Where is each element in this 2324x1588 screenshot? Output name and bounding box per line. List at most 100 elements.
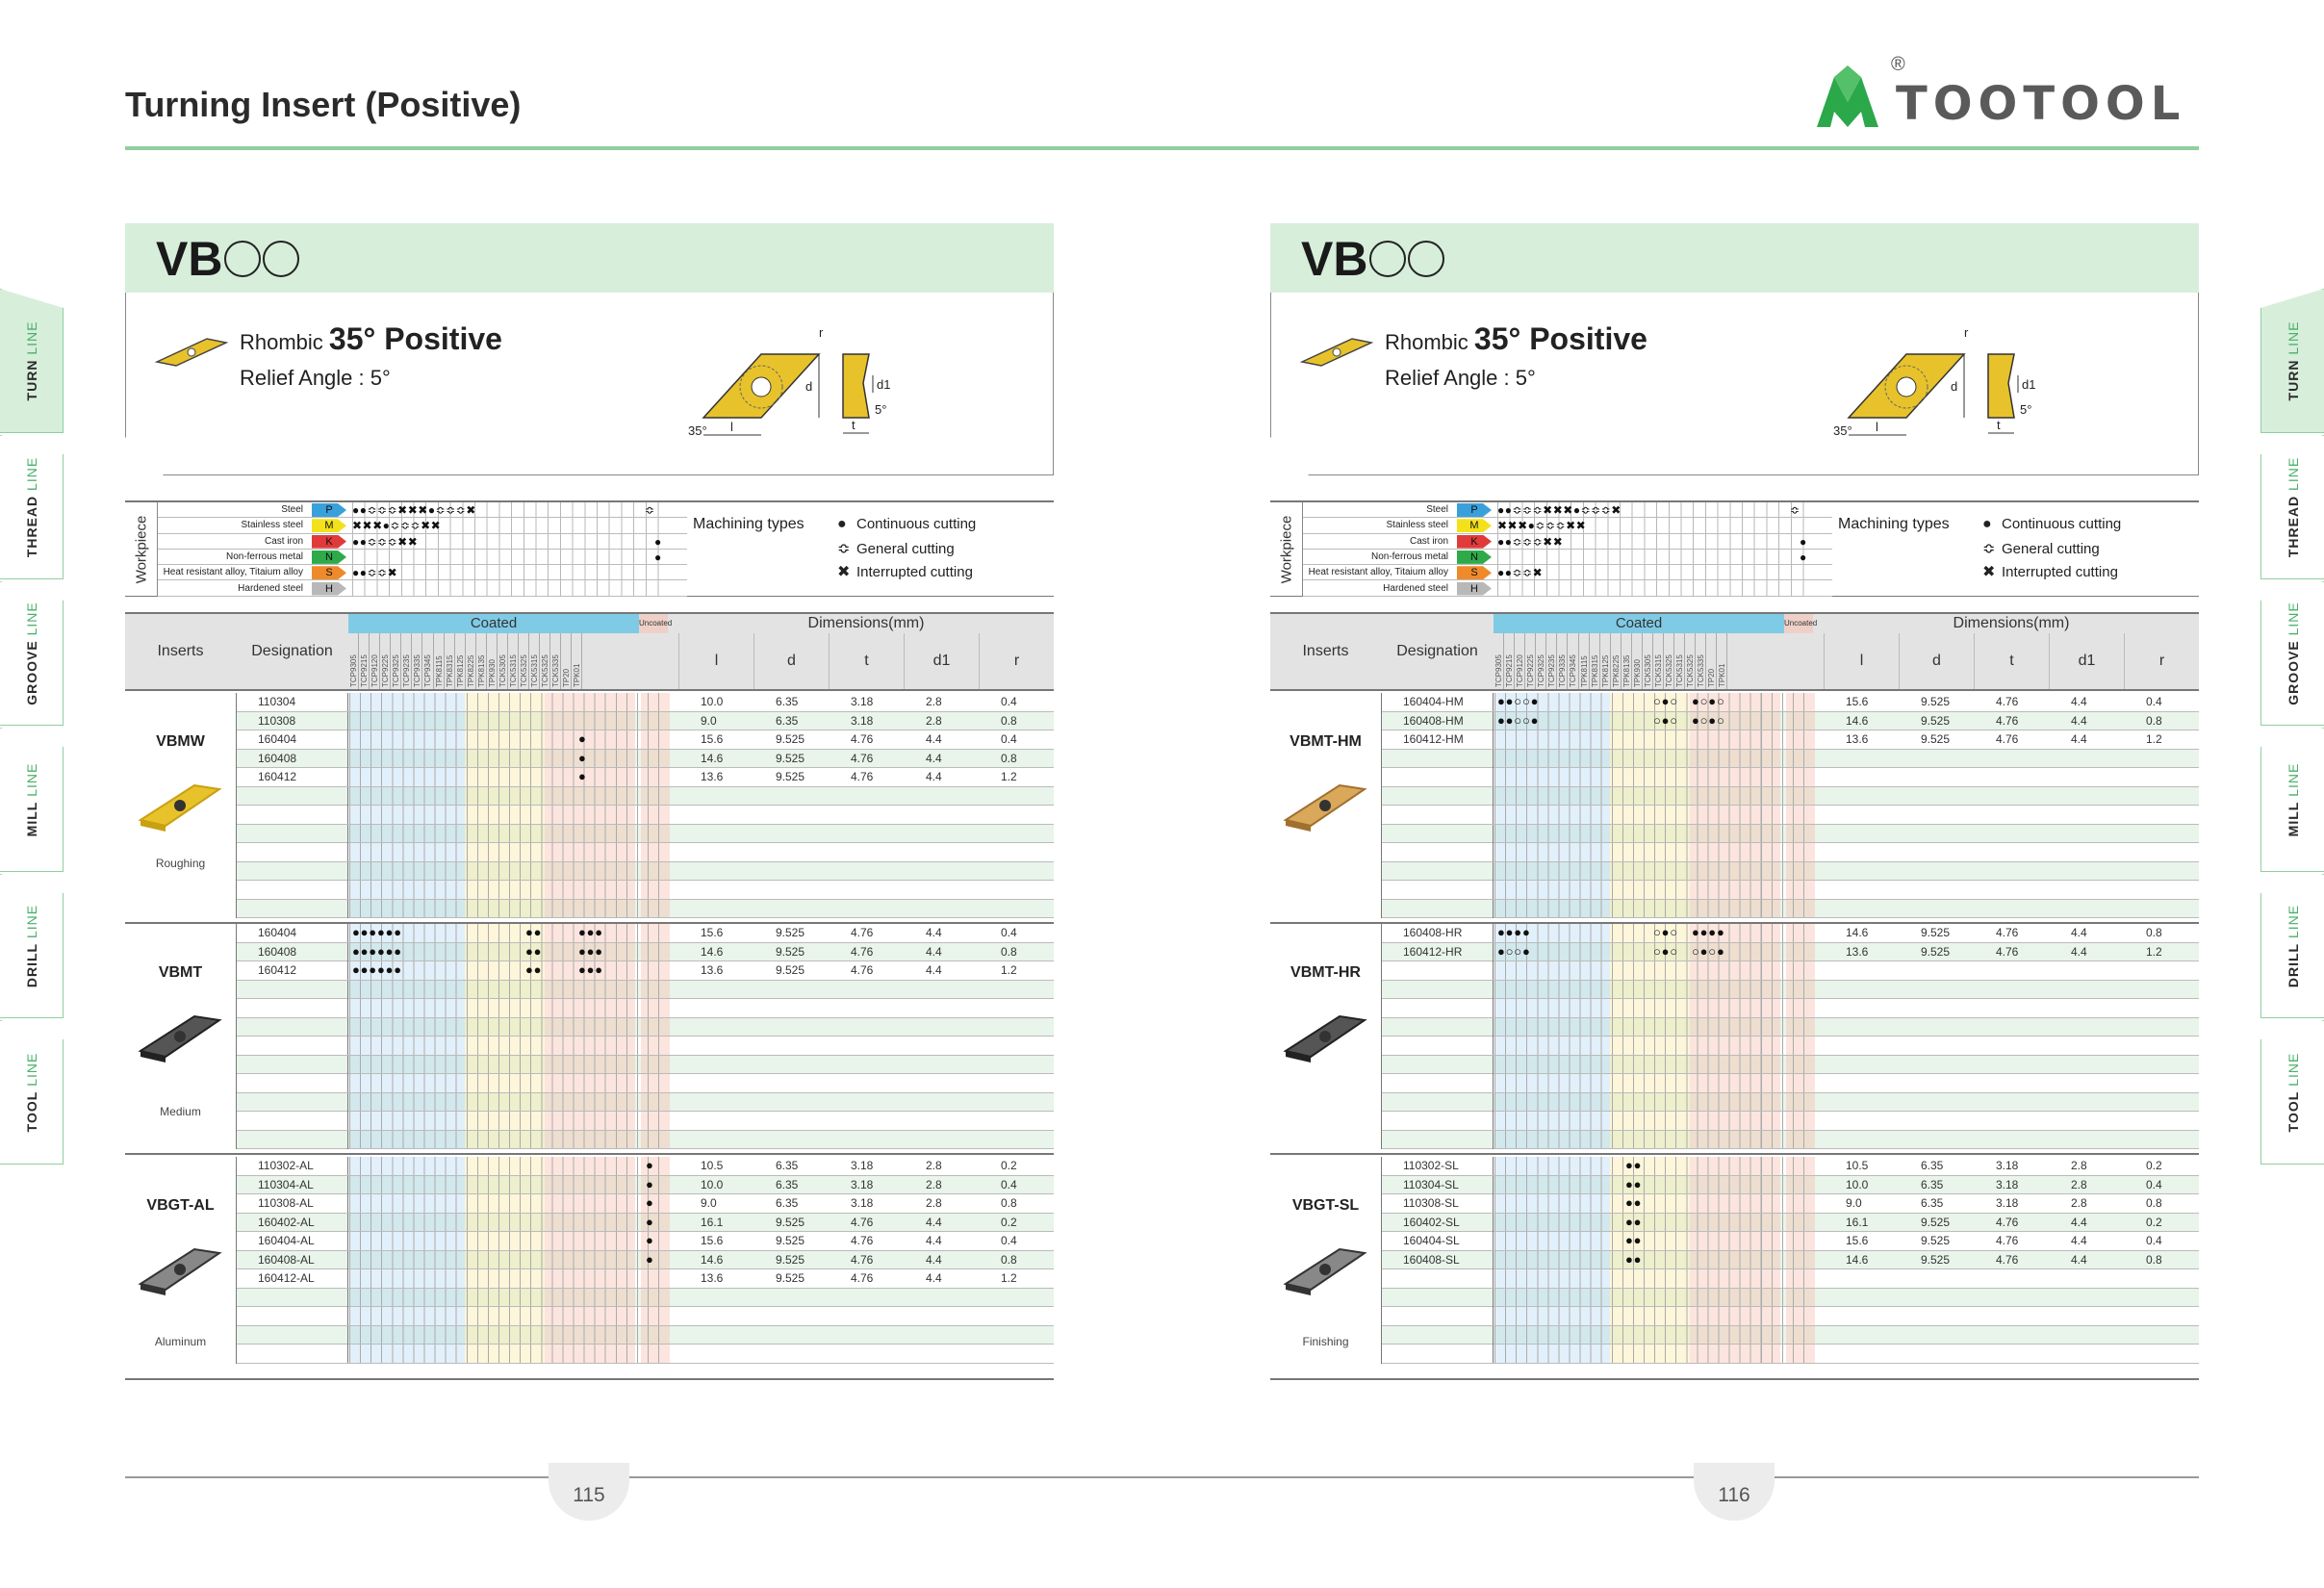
- column-separator: [1493, 924, 1494, 942]
- iso-code-badge: M: [1457, 519, 1492, 533]
- dim-r-cell: 0.4: [1001, 1234, 1017, 1247]
- column-separator: [1493, 1325, 1494, 1345]
- grade-column-header: TCP9120: [370, 633, 381, 689]
- page-number-right: 116: [1694, 1463, 1775, 1521]
- insert-photo: [1282, 1001, 1368, 1073]
- grade-suitability-marks: ●: [578, 750, 587, 765]
- dimension-column-d: d: [1899, 633, 1974, 689]
- dim-r-cell: 0.2: [2146, 1215, 2162, 1229]
- insert-type-name: VBMT: [158, 964, 203, 981]
- designation-header: Designation: [1396, 643, 1478, 659]
- tab-label: DRILL LINE: [2286, 905, 2301, 987]
- tab-groove-line[interactable]: GROOVE LINE: [2260, 581, 2324, 726]
- tab-thread-line[interactable]: THREAD LINE: [0, 435, 64, 579]
- dim-d-cell: 9.525: [1921, 1252, 1951, 1267]
- dim-d-cell: 9.525: [1921, 713, 1951, 728]
- svg-text:35°: 35°: [688, 423, 707, 438]
- table-row: [237, 1055, 1054, 1074]
- tab-groove-line[interactable]: GROOVE LINE: [0, 581, 64, 726]
- svg-text:d: d: [805, 379, 812, 394]
- shape-prefix: Rhombic: [1385, 330, 1474, 354]
- tab-mill-line[interactable]: MILL LINE: [0, 728, 64, 872]
- tab-drill-line[interactable]: DRILL LINE: [0, 874, 64, 1018]
- tab-tool-line[interactable]: TOOL LINE: [2260, 1020, 2324, 1165]
- legend-interrupted-icon: ✖: [837, 564, 851, 580]
- dim-d1-cell: 4.4: [2071, 944, 2087, 959]
- grade-suitability-marks: ●: [646, 1158, 654, 1172]
- grade-name: TPK8225: [1611, 654, 1621, 687]
- grade-suitability-marks: ●●: [525, 962, 543, 977]
- table-row: [237, 1074, 1054, 1093]
- dim-r-cell: 0.4: [2146, 1234, 2162, 1247]
- legend-label: General cutting: [856, 541, 955, 557]
- tab-label-bold: GROOVE: [2285, 640, 2301, 705]
- legend-item: ●Continuous cutting: [837, 516, 976, 533]
- dim-d1-cell: 4.4: [926, 963, 942, 977]
- dim-r-cell: 0.8: [2146, 1252, 2162, 1267]
- workpiece-material: Cast iron: [1409, 535, 1448, 547]
- table-row: [1382, 881, 2199, 900]
- tab-turn-line[interactable]: TURN LINE: [0, 289, 64, 433]
- grade-grid: [349, 1092, 669, 1111]
- grade-suitability-marks: ●○●○: [1692, 712, 1725, 728]
- dim-d-cell: 9.525: [776, 926, 805, 939]
- dim-l-cell: 16.1: [1846, 1215, 1869, 1229]
- grade-name: TCP9120: [370, 654, 380, 687]
- grade-grid: [1494, 1037, 1814, 1055]
- dim-d1-cell: 4.4: [2071, 732, 2087, 746]
- grade-grid: [1494, 999, 1814, 1017]
- dim-r-cell: 0.8: [1001, 1252, 1017, 1267]
- dimension-column-d1: d1: [904, 633, 979, 689]
- dim-t-cell: 3.18: [851, 1159, 874, 1172]
- column-separator: [347, 824, 348, 843]
- dim-r-cell: 0.2: [1001, 1159, 1017, 1172]
- tab-mill-line[interactable]: MILL LINE: [2260, 728, 2324, 872]
- tab-tool-line[interactable]: TOOL LINE: [0, 1020, 64, 1165]
- dim-d-cell: 9.525: [776, 944, 805, 959]
- table-row: [1382, 1074, 2199, 1093]
- dim-r-cell: 0.8: [1001, 713, 1017, 728]
- tab-label: THREAD LINE: [24, 457, 39, 557]
- legend-interrupted-icon: ✖: [1982, 564, 1996, 580]
- tab-drill-line[interactable]: DRILL LINE: [2260, 874, 2324, 1018]
- tab-label: DRILL LINE: [24, 905, 39, 987]
- iso-code-badge: H: [312, 581, 346, 596]
- placeholder-circle-icon: [224, 240, 262, 277]
- tab-turn-line[interactable]: TURN LINE: [2260, 289, 2324, 433]
- designation-cell: 110304: [258, 695, 296, 708]
- dim-d1-cell: 4.4: [926, 732, 942, 746]
- table-row: [1382, 786, 2199, 806]
- insert-photo: [137, 1001, 223, 1073]
- column-separator: [347, 899, 348, 918]
- grade-name: TCK5325: [541, 654, 550, 687]
- dim-d-cell: 9.525: [776, 751, 805, 765]
- grade-grid: [1494, 1017, 1814, 1036]
- table-row: [1382, 1055, 2199, 1074]
- tab-label-bold: GROOVE: [23, 640, 39, 705]
- table-row: [237, 843, 1054, 862]
- grade-name: TPK8115: [1579, 655, 1589, 687]
- grade-grid: [349, 1194, 669, 1213]
- grade-grid: [1494, 1232, 1814, 1250]
- grade-suitability-marks: ●○○●: [1497, 943, 1531, 959]
- column-separator: [1493, 1074, 1494, 1092]
- grade-grid: [1494, 899, 1814, 917]
- dimension-column-l: l: [1824, 633, 1899, 689]
- grade-name: TCK5315: [508, 654, 518, 687]
- grade-name: TCK5305: [1643, 654, 1652, 687]
- dim-d-cell: 6.35: [1921, 1159, 1944, 1172]
- dim-d-cell: 9.525: [776, 732, 805, 746]
- dim-r-cell: 0.4: [1001, 695, 1017, 708]
- grade-grid: [1494, 1092, 1814, 1111]
- tab-thread-line[interactable]: THREAD LINE: [2260, 435, 2324, 579]
- grade-grid: [1494, 1250, 1814, 1268]
